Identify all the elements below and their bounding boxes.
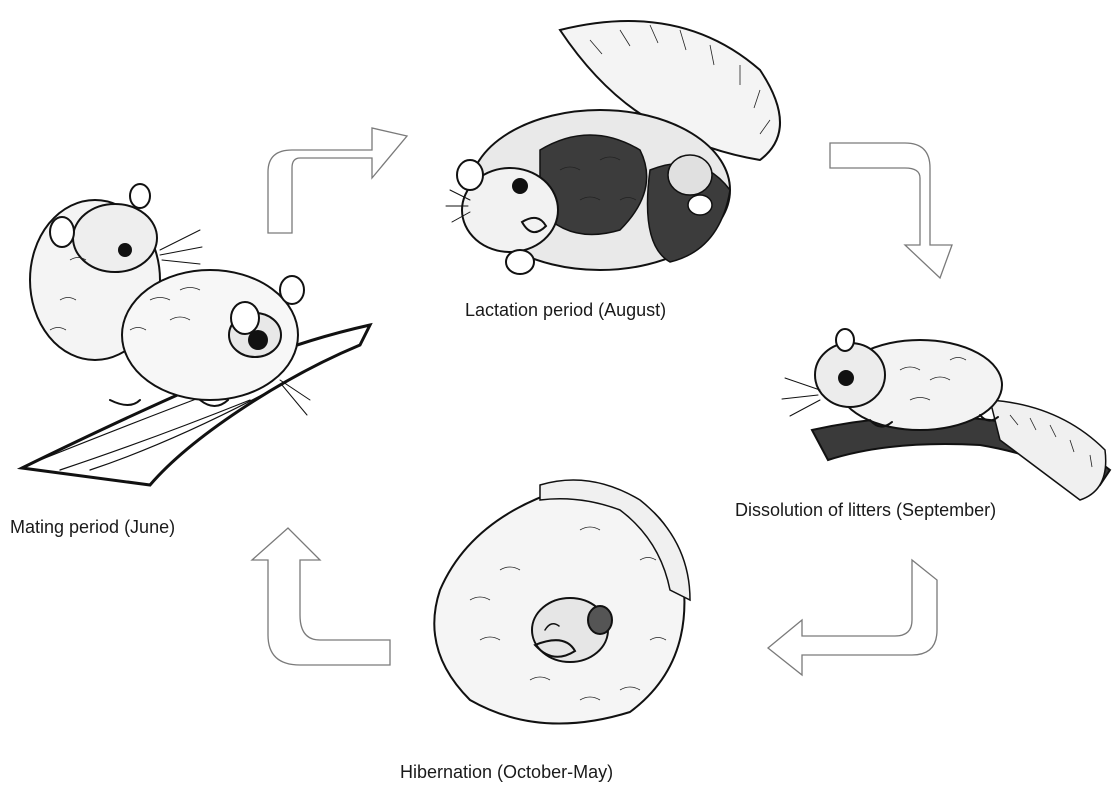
lactation-period-label: Lactation period (August) <box>465 300 666 321</box>
hibernation-label: Hibernation (October-May) <box>400 762 613 783</box>
lactation-dormice-illustration <box>446 21 780 274</box>
mating-period-label: Mating period (June) <box>10 517 175 538</box>
arrow-dissolution-to-hibernation <box>768 560 937 675</box>
arrow-lactation-to-dissolution <box>830 143 952 278</box>
hibernation-dormouse-illustration <box>434 480 690 724</box>
dissolution-dormouse-illustration <box>782 329 1110 500</box>
dissolution-of-litters-label: Dissolution of litters (September) <box>735 500 996 521</box>
arrow-mating-to-lactation <box>268 128 407 233</box>
arrow-hibernation-to-mating <box>252 528 390 665</box>
mating-dormice-illustration <box>22 184 370 485</box>
